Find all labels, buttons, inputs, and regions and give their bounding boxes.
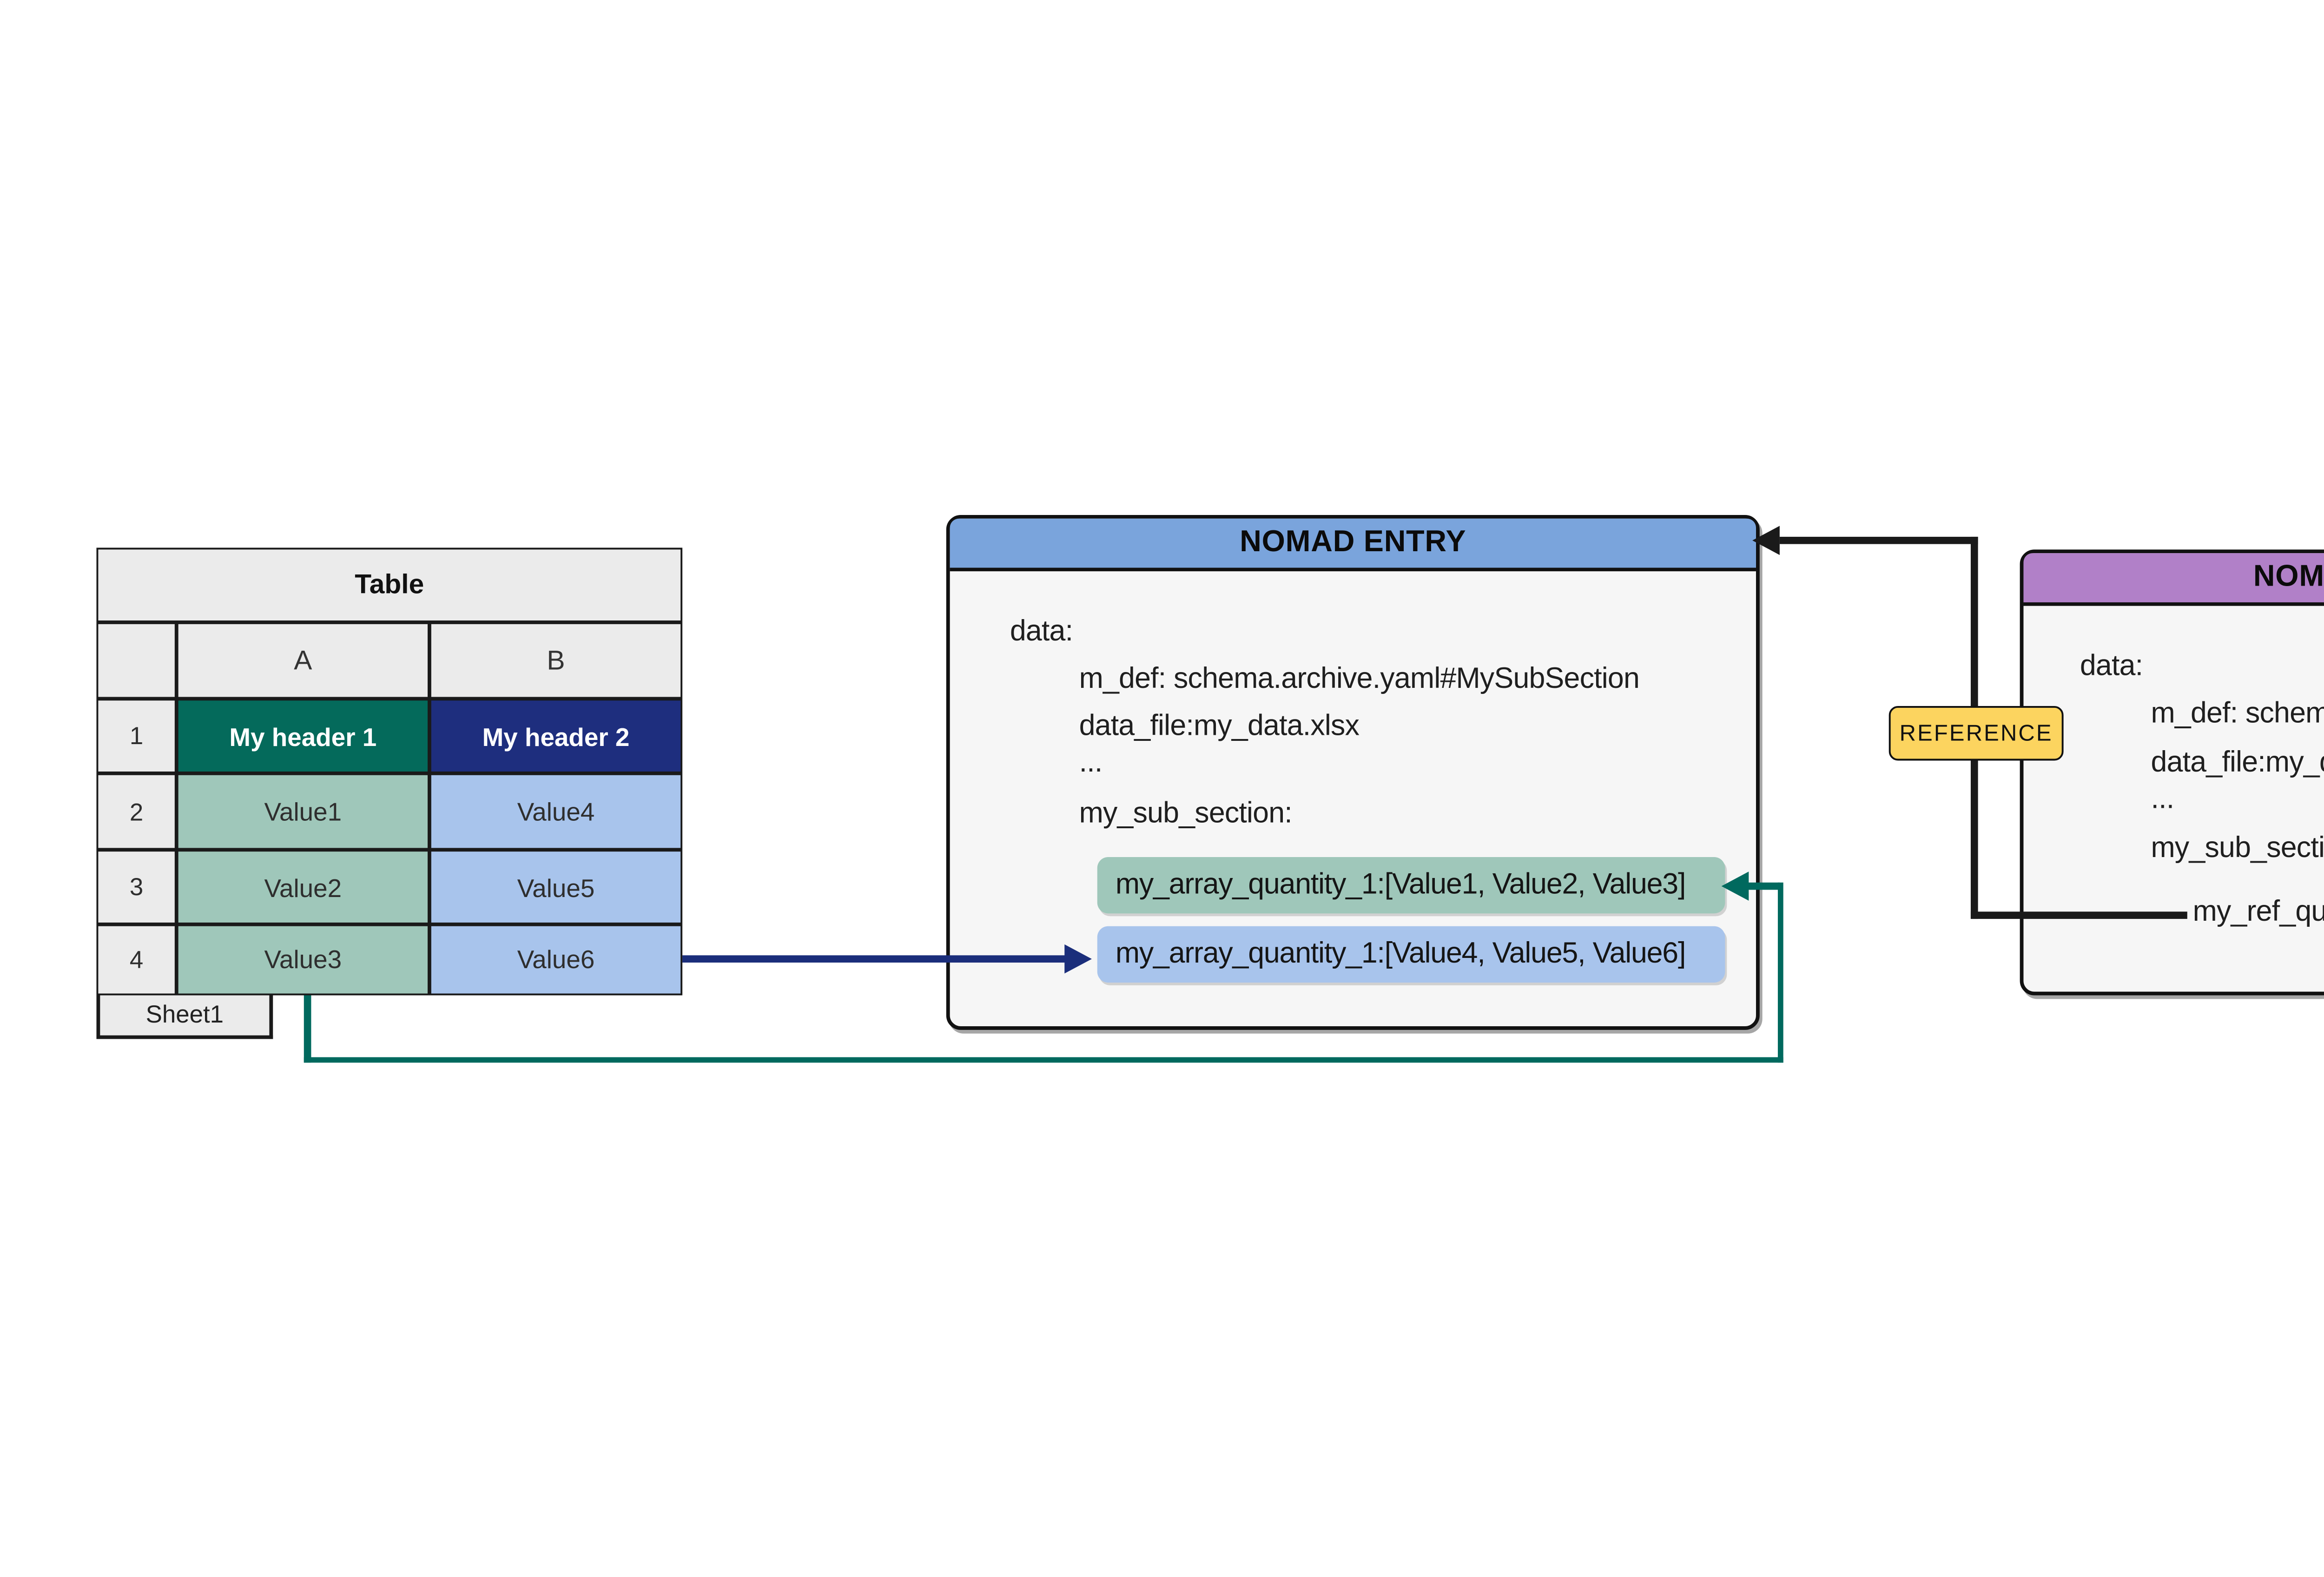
column-header-a-label: A	[294, 645, 312, 676]
nomad-entry-section-title: NOMAD ENTRY	[2253, 560, 2324, 594]
nomad-entry-subsection-box: NOMAD ENTRY data: m_def: schema.archive.…	[946, 515, 1760, 1030]
cell-a2-value1: Value1	[178, 775, 428, 848]
sheet-tab: Sheet1	[96, 994, 273, 1039]
corner-cell	[98, 624, 175, 697]
teal-arrowhead-left-icon	[1721, 871, 1749, 901]
cell-b2-label: Value4	[517, 797, 595, 826]
row-number: 4	[98, 926, 175, 993]
row-number: 3	[98, 851, 175, 923]
yaml-line-data: data:	[2080, 651, 2143, 683]
cell-b3-value5: Value5	[431, 851, 681, 923]
yaml-line-ellipsis: ...	[2151, 784, 2175, 815]
yaml-line-subsection: my_sub_section:	[1079, 798, 1293, 830]
nomad-entry-section-box: NOMAD ENTRY data: m_def: schema.archive.…	[2020, 549, 2324, 996]
cell-b3-label: Value5	[517, 872, 595, 902]
row-number: 1	[98, 700, 175, 772]
nomad-entry-subsection-header: NOMAD ENTRY	[950, 518, 1756, 572]
navy-arrow-shaft	[682, 956, 1069, 962]
cell-a3-value2: Value2	[178, 851, 428, 923]
cell-b1-my-header-2: My header 2	[431, 700, 681, 772]
yaml-line-ellipsis: ...	[1079, 748, 1103, 779]
reference-label: REFERENCE	[1888, 706, 2064, 761]
array-quantity-blue-highlight: my_array_quantity_1:[Value4, Value5, Val…	[1097, 926, 1725, 983]
table-title: Table	[355, 569, 424, 600]
row-number-label: 1	[129, 722, 144, 750]
navy-arrowhead-right-icon	[1064, 944, 1092, 974]
teal-arrow-stub	[1747, 883, 1780, 889]
cell-b2-value4: Value4	[431, 775, 681, 848]
reference-arrow-top-horizontal	[1779, 537, 1978, 544]
reference-arrowhead-left-icon	[1752, 525, 1780, 554]
yaml-line-ref-quantity: my_ref_quantity:	[2192, 897, 2324, 928]
teal-arrow-bottom-horizontal	[304, 1057, 1784, 1063]
row-number-label: 3	[129, 873, 144, 901]
nomad-entry-section-header: NOMAD ENTRY	[2023, 553, 2324, 606]
yaml-line-datafile: data_file:my_data.xlsx	[1079, 711, 1360, 743]
cell-a1-my-header-1: My header 1	[178, 700, 428, 772]
array-quantity-green-highlight: my_array_quantity_1:[Value1, Value2, Val…	[1097, 857, 1725, 914]
cell-a4-value3: Value3	[178, 926, 428, 993]
reference-arrow-bottom-horizontal	[1971, 912, 2188, 918]
row-number: 2	[98, 775, 175, 848]
yaml-line-subsection: my_sub_section:	[2151, 833, 2324, 864]
cell-a4-label: Value3	[264, 944, 342, 974]
cell-b4-label: Value6	[517, 944, 595, 974]
column-header-b-label: B	[547, 645, 565, 676]
teal-arrow-vertical-up	[1778, 883, 1784, 1063]
row-number-label: 4	[129, 945, 144, 973]
sheet-tab-label: Sheet1	[145, 1001, 224, 1029]
row-number-label: 2	[129, 798, 144, 825]
cell-b4-value6: Value6	[431, 926, 681, 993]
yaml-line-mdef: m_def: schema.archive.yaml#MySection	[2151, 699, 2324, 730]
cell-b1-label: My header 2	[482, 721, 630, 751]
spreadsheet-table: Table A B 1 My header 1 My header 2 2 Va…	[96, 548, 683, 995]
yaml-line-datafile: data_file:my_data.xlsx	[2151, 748, 2324, 779]
cell-a3-label: Value2	[264, 872, 342, 902]
cell-a2-label: Value1	[264, 797, 342, 826]
column-header-a: A	[178, 624, 428, 697]
yaml-line-mdef: m_def: schema.archive.yaml#MySubSection	[1079, 664, 1640, 695]
cell-a1-label: My header 1	[229, 721, 377, 751]
reference-label-text: REFERENCE	[1899, 720, 2053, 746]
teal-arrow-vertical-from-table	[304, 994, 310, 1063]
table-title-cell: Table	[98, 549, 681, 621]
yaml-line-data: data:	[1010, 617, 1073, 648]
nomad-entry-subsection-title: NOMAD ENTRY	[1240, 526, 1466, 559]
column-header-b: B	[431, 624, 681, 697]
